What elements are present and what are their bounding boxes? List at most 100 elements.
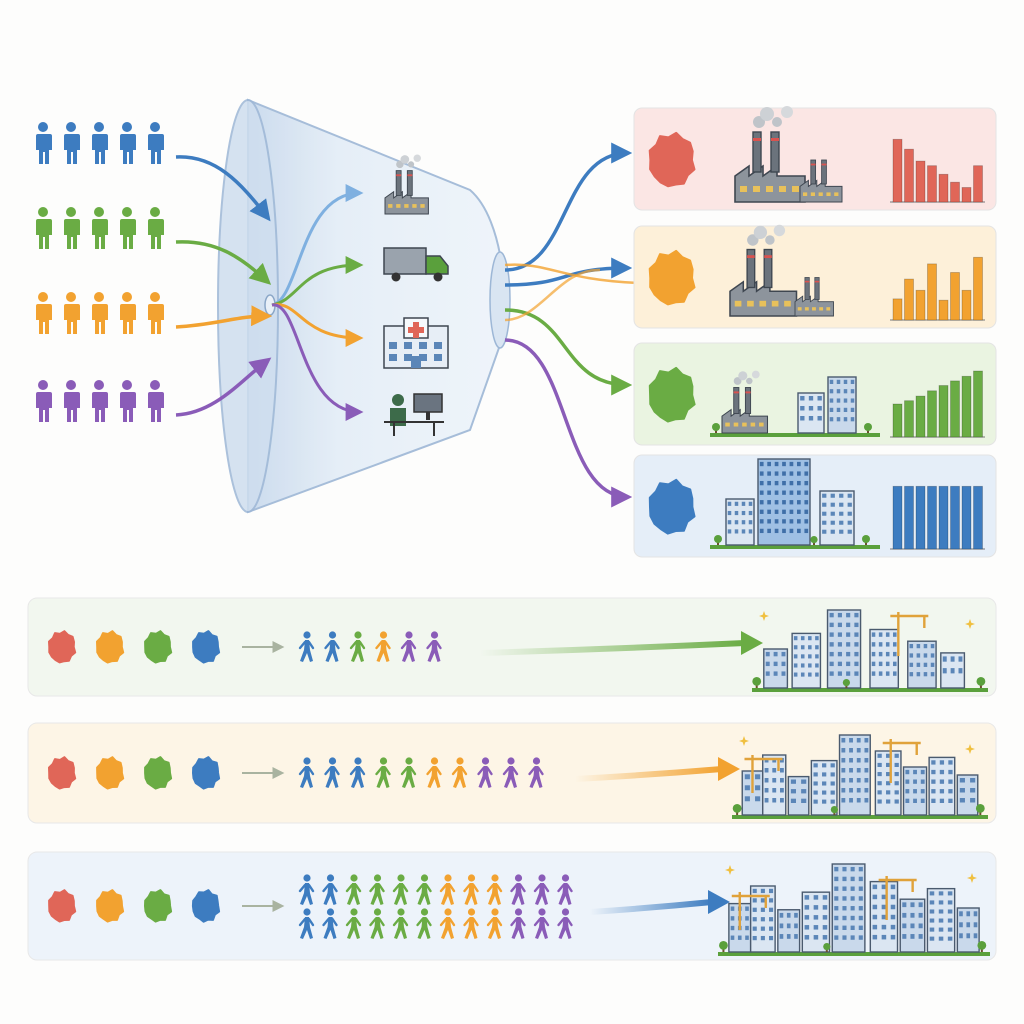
region-blob-icon: [648, 131, 696, 188]
walking-person-icon: [557, 874, 573, 905]
outcome-panel-blue: [633, 454, 997, 558]
walking-person-icon: [369, 908, 385, 939]
region-blob-icon: [48, 756, 77, 790]
walking-person-icon: [324, 757, 340, 788]
bar: [915, 160, 926, 203]
output-arrow: [504, 338, 633, 508]
walking-person-icon: [349, 631, 366, 662]
walking-person-icon: [451, 757, 468, 788]
tree-icon: [976, 677, 986, 688]
input-group-purple: [36, 380, 164, 422]
bar: [915, 395, 926, 438]
building-icon: [801, 891, 831, 953]
tree-icon: [712, 423, 720, 433]
outcome-panel-green: [633, 342, 997, 446]
person-icon: [64, 380, 80, 422]
bar: [973, 165, 983, 203]
person-icon: [120, 380, 136, 422]
region-blob-icon: [48, 889, 77, 923]
building-icon: [838, 734, 871, 816]
walking-person-icon: [528, 757, 544, 788]
growth-arrow: [479, 640, 746, 656]
person-icon: [36, 207, 52, 249]
bar: [973, 256, 983, 321]
growth-row-3: [27, 851, 997, 961]
row-background: [27, 597, 997, 697]
walking-person-icon: [510, 908, 526, 939]
building-icon: [791, 632, 822, 689]
bar: [904, 400, 914, 438]
walking-person-icon: [322, 874, 338, 905]
bar: [927, 165, 937, 203]
output-strand: [504, 268, 601, 322]
walking-person-icon: [416, 874, 432, 905]
tree-icon: [977, 941, 987, 952]
person-icon: [148, 380, 164, 422]
person-icon: [92, 292, 108, 334]
growth-arrowhead: [741, 631, 763, 655]
building-icon: [819, 490, 855, 546]
input-group-orange: [36, 292, 164, 334]
person-icon: [148, 207, 164, 249]
building-icon: [874, 750, 902, 816]
walking-person-icon: [369, 874, 385, 905]
outcome-panels: [633, 106, 997, 558]
person-icon: [120, 292, 136, 334]
office-worker-icon: [384, 393, 444, 436]
region-blob-icon: [96, 889, 125, 923]
bar: [950, 181, 960, 203]
building-icon: [869, 880, 899, 953]
tree-icon: [752, 677, 762, 688]
walking-person-icon: [392, 874, 409, 905]
region-blob-icon: [648, 478, 696, 535]
bar: [892, 138, 903, 203]
bar: [950, 272, 960, 321]
walking-person-icon: [298, 757, 315, 788]
walking-person-icon: [375, 631, 391, 662]
walking-person-icon: [533, 908, 550, 939]
walking-person-icon: [375, 757, 391, 788]
walking-person-icon: [477, 757, 493, 788]
crane-icon: [744, 755, 783, 793]
bar: [892, 485, 903, 550]
building-icon: [762, 754, 787, 816]
walking-person-icon: [426, 631, 442, 662]
input-group-blue: [36, 122, 164, 164]
region-blob-icon: [96, 756, 125, 790]
person-icon: [120, 207, 136, 249]
bar: [927, 263, 937, 321]
growth-row-1: [27, 597, 997, 697]
tree-icon: [719, 941, 728, 952]
building-icon: [787, 775, 810, 816]
growth-arrow: [589, 899, 713, 915]
growth-rows: [27, 597, 997, 961]
occupation-arrow: [271, 256, 364, 307]
building-icon: [899, 898, 926, 953]
bar: [961, 289, 972, 321]
building-icon: [725, 498, 755, 546]
sparkle-icon: [965, 619, 975, 629]
crane-icon: [890, 612, 929, 656]
person-icon: [148, 122, 164, 164]
building-icon: [902, 766, 928, 816]
occupation-arrow: [271, 184, 364, 307]
bar: [904, 485, 914, 550]
bar: [961, 187, 972, 203]
person-icon: [64, 292, 80, 334]
tree-icon: [714, 535, 722, 545]
walking-person-icon: [298, 908, 315, 939]
hospital-icon: [383, 317, 449, 369]
building-icon: [928, 756, 956, 816]
tree-icon: [864, 423, 872, 433]
walking-person-icon: [439, 908, 456, 939]
tree-icon: [975, 804, 985, 815]
walking-person-icon: [486, 874, 503, 905]
sparkle-icon: [967, 873, 977, 883]
walking-person-icon: [510, 874, 526, 905]
input-arrow-green: [175, 240, 272, 285]
tree-icon: [732, 804, 742, 815]
growth-arrowhead: [708, 890, 730, 914]
building-icon: [777, 909, 801, 953]
region-blob-icon: [144, 630, 173, 664]
